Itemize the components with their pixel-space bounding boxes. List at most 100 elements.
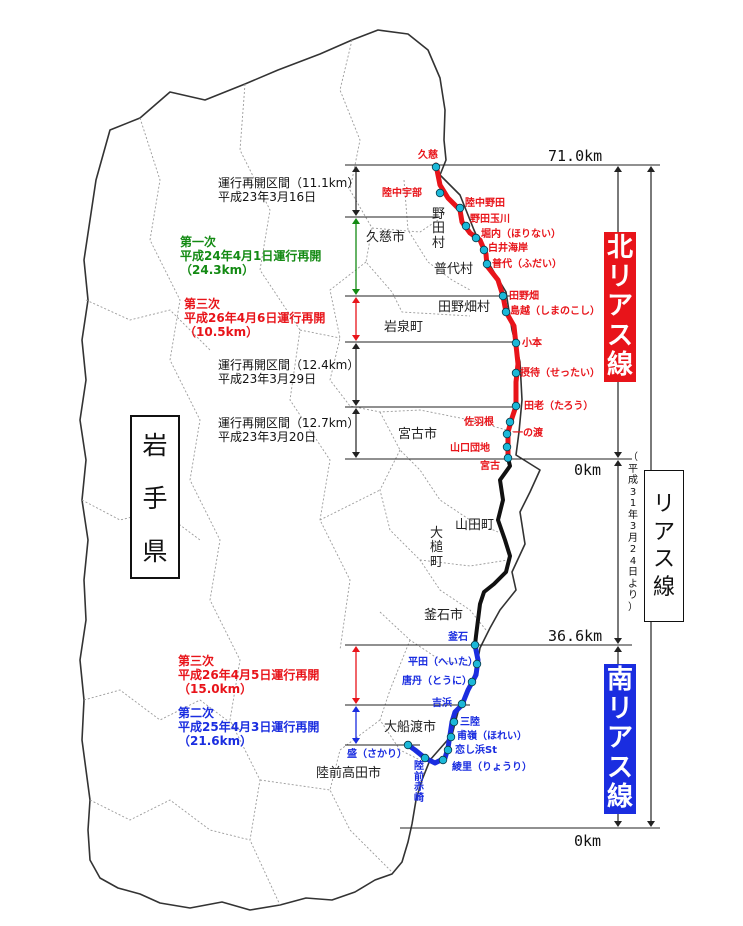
municipality-noda-char: 田 <box>432 221 446 237</box>
municipality-otsuchi-char: 槌 <box>430 540 444 556</box>
station-toni: 唐丹（とうに） <box>402 676 472 687</box>
municipality-otsuchi-char: 大 <box>430 526 444 541</box>
station-yamaguchi-danchi: 山口団地 <box>450 443 490 454</box>
distance-mark-mid: 36.6km <box>548 627 603 645</box>
station-horei: 甫嶺（ほれい） <box>457 731 527 742</box>
since-char: （ <box>628 452 638 463</box>
municipality-ofunato: 大船渡市 <box>384 720 437 735</box>
rias-char: ア <box>652 519 675 545</box>
station-shirai-kaigan: 白井海岸 <box>488 243 528 254</box>
municipality-miyako: 宮古市 <box>398 427 438 442</box>
since-char: 成 <box>628 475 638 486</box>
station-sanriku: 三陸 <box>460 717 480 728</box>
municipality-tanohata: 田野畑村 <box>438 300 491 315</box>
station-ichinowatari: 一の渡 <box>513 428 543 439</box>
section-6-line3: （15.0km） <box>178 682 253 697</box>
north-rias-char: ス <box>606 320 633 351</box>
dimension-arrows-left <box>352 166 360 744</box>
section-6-line2: 平成26年4月5日運行再開 <box>178 668 320 683</box>
south-rias-char: 南 <box>606 665 633 696</box>
section-3: 第三次 平成26年4月6日運行再開 （10.5km） <box>184 297 325 339</box>
rias-line-label: リ ア ス 線 <box>644 470 684 622</box>
section-4-date: 平成23年3月29日 <box>218 372 317 387</box>
station-yoshihama: 吉浜 <box>432 698 452 709</box>
station-omoto: 小本 <box>522 338 542 349</box>
station-taro: 田老（たろう） <box>524 401 594 412</box>
station-horinai: 堀内（ほりない） <box>481 229 561 240</box>
station-ryori: 綾里（りょうり） <box>452 762 532 773</box>
section-7-line2: 平成25年4月3日運行再開 <box>178 720 320 735</box>
section-2-line3: （24.3km） <box>180 263 255 278</box>
section-4-title: 運行再開区間（12.4km） <box>218 358 360 372</box>
station-shimanokoshi: 島越（しまのこし） <box>510 306 600 317</box>
distance-mark-bottom: 0km <box>574 832 602 850</box>
section-3-line3: （10.5km） <box>184 325 259 340</box>
distance-mark-junction: 0km <box>574 461 602 479</box>
prefecture-char: 手 <box>142 483 168 513</box>
station-koishihama: 恋し浜St <box>455 745 497 756</box>
station-fudai: 普代（ふだい） <box>492 259 562 270</box>
north-rias-char: リ <box>606 262 633 293</box>
section-6: 第三次 平成26年4月5日運行再開 （15.0km） <box>178 654 319 696</box>
section-1-date: 平成23年3月16日 <box>218 190 317 205</box>
dimension-arrowheads-right <box>614 166 655 827</box>
station-rikuzen-akasaki: 陸 前 赤 崎 <box>414 761 424 804</box>
since-char: 年 <box>628 509 638 521</box>
station-settai: 摂待（せったい） <box>520 368 600 379</box>
section-5: 運行再開区間（12.7km） 平成23年3月20日 <box>218 416 359 444</box>
station-noda-tamagawa: 野田玉川 <box>470 214 510 225</box>
municipality-yamada: 山田町 <box>455 518 495 533</box>
north-rias-char: 北 <box>606 233 633 264</box>
south-rias-box-bg <box>604 664 636 814</box>
section-1-title: 運行再開区間（11.1km） <box>218 176 360 190</box>
prefecture-char: 県 <box>142 537 168 567</box>
municipal-boundaries <box>81 39 515 906</box>
section-5-title: 運行再開区間（12.7km） <box>218 416 360 430</box>
station-rikuzen-akasaki-char: 崎 <box>414 792 424 804</box>
section-2: 第一次 平成24年4月1日運行再開 （24.3km） <box>180 235 321 277</box>
municipality-kamaishi: 釜石市 <box>424 608 464 623</box>
prefecture-label: 岩 手 県 <box>130 415 180 579</box>
south-rias-char: 線 <box>606 781 633 812</box>
since-char: 4 <box>629 555 637 567</box>
south-rias-char: ア <box>606 723 633 754</box>
distance-mark-top: 71.0km <box>548 147 603 165</box>
since-char: 月 <box>628 532 638 544</box>
since-char: 平 <box>628 463 638 475</box>
north-rias-char: 線 <box>606 349 633 380</box>
station-sahane: 佐羽根 <box>464 417 494 428</box>
south-rias-char: リ <box>606 694 633 725</box>
municipality-noda: 野 田 村 <box>432 207 446 251</box>
station-heita: 平田（へいた） <box>408 657 478 668</box>
guide-lines <box>345 164 660 829</box>
municipality-kuji: 久慈市 <box>366 230 406 245</box>
section-2-line1: 第一次 <box>180 235 217 249</box>
station-miyako: 宮古 <box>480 461 500 472</box>
section-5-date: 平成23年3月20日 <box>218 430 317 445</box>
section-7: 第二次 平成25年4月3日運行再開 （21.6km） <box>178 706 319 748</box>
section-1: 運行再開区間（11.1km） 平成23年3月16日 <box>218 176 359 204</box>
section-7-line1: 第二次 <box>178 706 215 720</box>
station-rikuchu-noda: 陸中野田 <box>465 198 505 209</box>
since-char: 2 <box>629 544 637 555</box>
municipality-iwaizumi: 岩泉町 <box>384 320 424 335</box>
since-char: ） <box>628 601 638 613</box>
prefecture-char: 岩 <box>142 430 168 460</box>
station-rikuzen-akasaki-char: 赤 <box>414 782 424 793</box>
municipality-otsuchi-char: 町 <box>430 554 444 570</box>
station-sakari: 盛（さかり） <box>347 749 407 760</box>
rias-char: 線 <box>652 574 675 600</box>
section-3-line1: 第三次 <box>184 297 221 311</box>
section-2-line2: 平成24年4月1日運行再開 <box>180 249 322 264</box>
south-rias-char: ス <box>606 752 633 783</box>
section-6-line1: 第三次 <box>178 654 215 668</box>
station-markers <box>403 162 521 765</box>
municipality-noda-char: 野 <box>432 207 446 222</box>
central-section-line <box>473 456 512 647</box>
station-kuji: 久慈 <box>418 150 438 161</box>
station-rikuzen-akasaki-char: 前 <box>414 771 424 783</box>
municipality-fudai: 普代村 <box>434 262 474 277</box>
section-4: 運行再開区間（12.4km） 平成23年3月29日 <box>218 358 359 386</box>
municipality-otsuchi: 大 槌 町 <box>430 526 444 570</box>
